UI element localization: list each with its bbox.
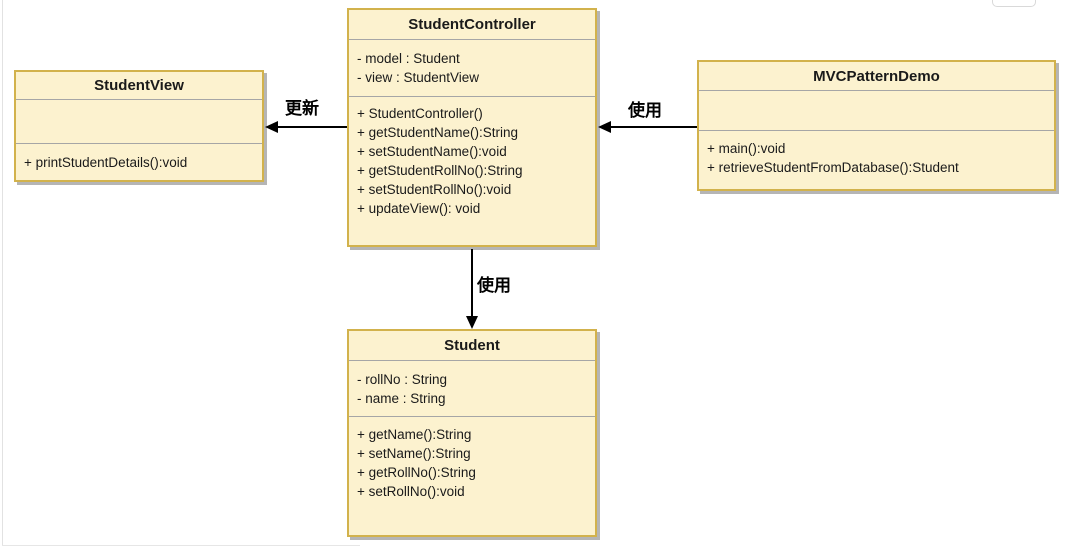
methods-compartment: + printStudentDetails():void [16,144,262,180]
method-item: + updateView(): void [357,201,481,216]
methods-compartment: + StudentController() + getStudentName()… [349,97,595,245]
arrowhead-down-icon [466,316,478,329]
attribute-item: - rollNo : String [357,372,448,387]
method-item: + getStudentRollNo():String [357,163,523,178]
method-item: + getRollNo():String [357,465,476,480]
uml-class-student-view[interactable]: StudentView + printStudentDetails():void [14,70,264,182]
edge-line[interactable] [471,249,473,318]
edge-label-update: 更新 [285,99,319,118]
attributes-compartment [699,91,1054,131]
arrowhead-left-icon [265,121,278,133]
cutoff-toolbar-button[interactable] [992,0,1036,7]
canvas-page-border-left [2,0,3,545]
method-item: + setStudentRollNo():void [357,182,512,197]
class-title: Student [349,331,595,361]
method-item: + StudentController() [357,106,483,121]
method-item: + getName():String [357,427,472,442]
methods-compartment: + main():void + retrieveStudentFromDatab… [699,131,1054,189]
method-item: + setRollNo():void [357,484,465,499]
method-item: + printStudentDetails():void [24,155,188,170]
edge-line[interactable] [609,126,697,128]
attributes-compartment: - model : Student - view : StudentView [349,40,595,97]
attribute-item: - view : StudentView [357,70,480,85]
method-item: + setStudentName():void [357,144,507,159]
class-title: StudentController [349,10,595,40]
method-item: + main():void [707,141,786,156]
method-item: + getStudentName():String [357,125,518,140]
method-item: + setName():String [357,446,471,461]
method-item: + retrieveStudentFromDatabase():Student [707,160,959,175]
attributes-compartment [16,100,262,144]
attribute-item: - name : String [357,391,446,406]
attribute-item: - model : Student [357,51,460,66]
class-title: StudentView [16,72,262,100]
uml-class-mvc-pattern-demo[interactable]: MVCPatternDemo + main():void + retrieveS… [697,60,1056,191]
arrowhead-left-icon [598,121,611,133]
canvas-page-border-bottom [2,545,360,546]
methods-compartment: + getName():String + setName():String + … [349,417,595,535]
uml-class-student-controller[interactable]: StudentController - model : Student - vi… [347,8,597,247]
edge-label-use-right: 使用 [628,101,662,120]
uml-class-student[interactable]: Student - rollNo : String - name : Strin… [347,329,597,537]
class-title: MVCPatternDemo [699,62,1054,91]
edge-label-use-down: 使用 [477,276,511,295]
attributes-compartment: - rollNo : String - name : String [349,361,595,417]
edge-line[interactable] [277,126,347,128]
